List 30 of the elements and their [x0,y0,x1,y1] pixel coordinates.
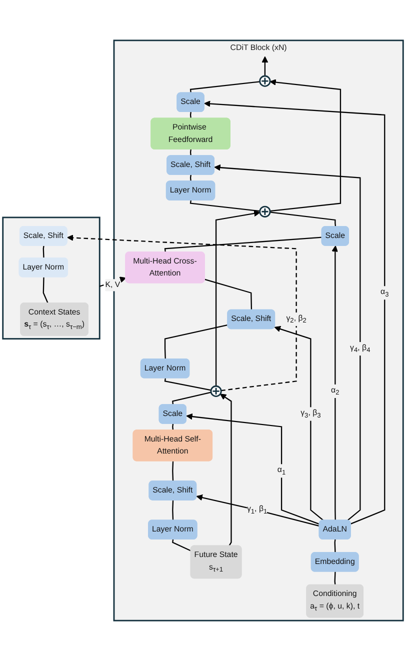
connector [164,236,322,252]
arrow [99,276,126,287]
arrow [67,234,297,392]
connector [164,324,228,360]
arrow [262,56,268,76]
arrow [274,326,324,521]
connector [190,112,192,119]
cluster [2,216,100,340]
arrow [220,394,232,546]
connector [172,500,174,520]
connector [172,461,174,482]
arrow [332,246,338,520]
connector [190,200,260,212]
arrow [196,494,320,527]
connector [172,392,212,405]
arrow [186,413,320,525]
connector [42,246,44,258]
connector [204,278,252,310]
connector [334,539,336,553]
connector [172,539,192,552]
connector [164,378,212,391]
arrow [214,164,361,521]
connector [334,572,336,586]
connector [190,81,260,94]
arrow [204,100,386,524]
connector [172,424,174,430]
arrow [215,210,260,386]
connector [42,277,48,304]
connector [270,212,336,227]
arrow [270,79,342,212]
